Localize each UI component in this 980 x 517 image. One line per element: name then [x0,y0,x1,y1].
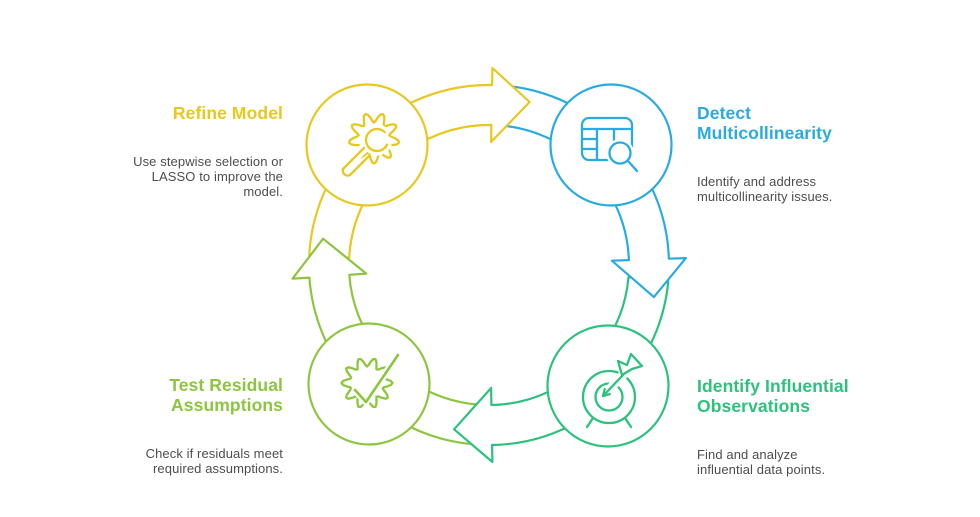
step-title-identify: Identify Influential Observations [697,376,849,417]
wrench-handle-edge [341,146,366,171]
wrench-handle-edge [348,154,371,177]
step-description-detect: Identify and address multicollinearity i… [697,174,833,205]
gear-outline [347,112,401,165]
step-title-detect: Detect Multicollinearity [697,103,832,144]
magnifier-lens [608,141,632,165]
dart-flight [616,352,644,377]
step-label-detect: Detect Multicollinearity Identify and ad… [697,85,932,223]
badge-outline [340,357,394,409]
step-description-test: Check if residuals meet required assumpt… [145,446,283,477]
target-dart-icon [581,351,645,429]
dart-tip [601,387,611,398]
step-label-refine: Refine Model Use stepwise selection or L… [63,85,283,218]
step-description-refine: Use stepwise selection or LASSO to impro… [133,154,283,199]
step-label-identify: Identify Influential Observations Find a… [697,358,937,496]
gear-wrench-icon [338,112,401,177]
step-label-test: Test Residual Assumptions Check if resid… [40,357,283,495]
badge-check-icon [340,351,402,409]
table-search-icon [580,116,639,173]
arrow-identify-to-test [453,385,581,464]
magnifier-handle [626,159,639,173]
step-circle-test [307,322,431,446]
step-title-refine: Refine Model [172,103,283,123]
target-outer-ring [581,369,637,425]
target-leg [585,416,595,429]
wrench-head [364,127,389,153]
target-leg [623,416,633,429]
check-mark [353,353,400,404]
dart-shaft [601,373,625,398]
step-title-test: Test Residual Assumptions [169,375,283,416]
wrench-handle-cap [341,167,352,177]
step-description-identify: Find and analyze influential data points… [697,447,826,478]
arrow-detect-to-identify [609,173,687,299]
